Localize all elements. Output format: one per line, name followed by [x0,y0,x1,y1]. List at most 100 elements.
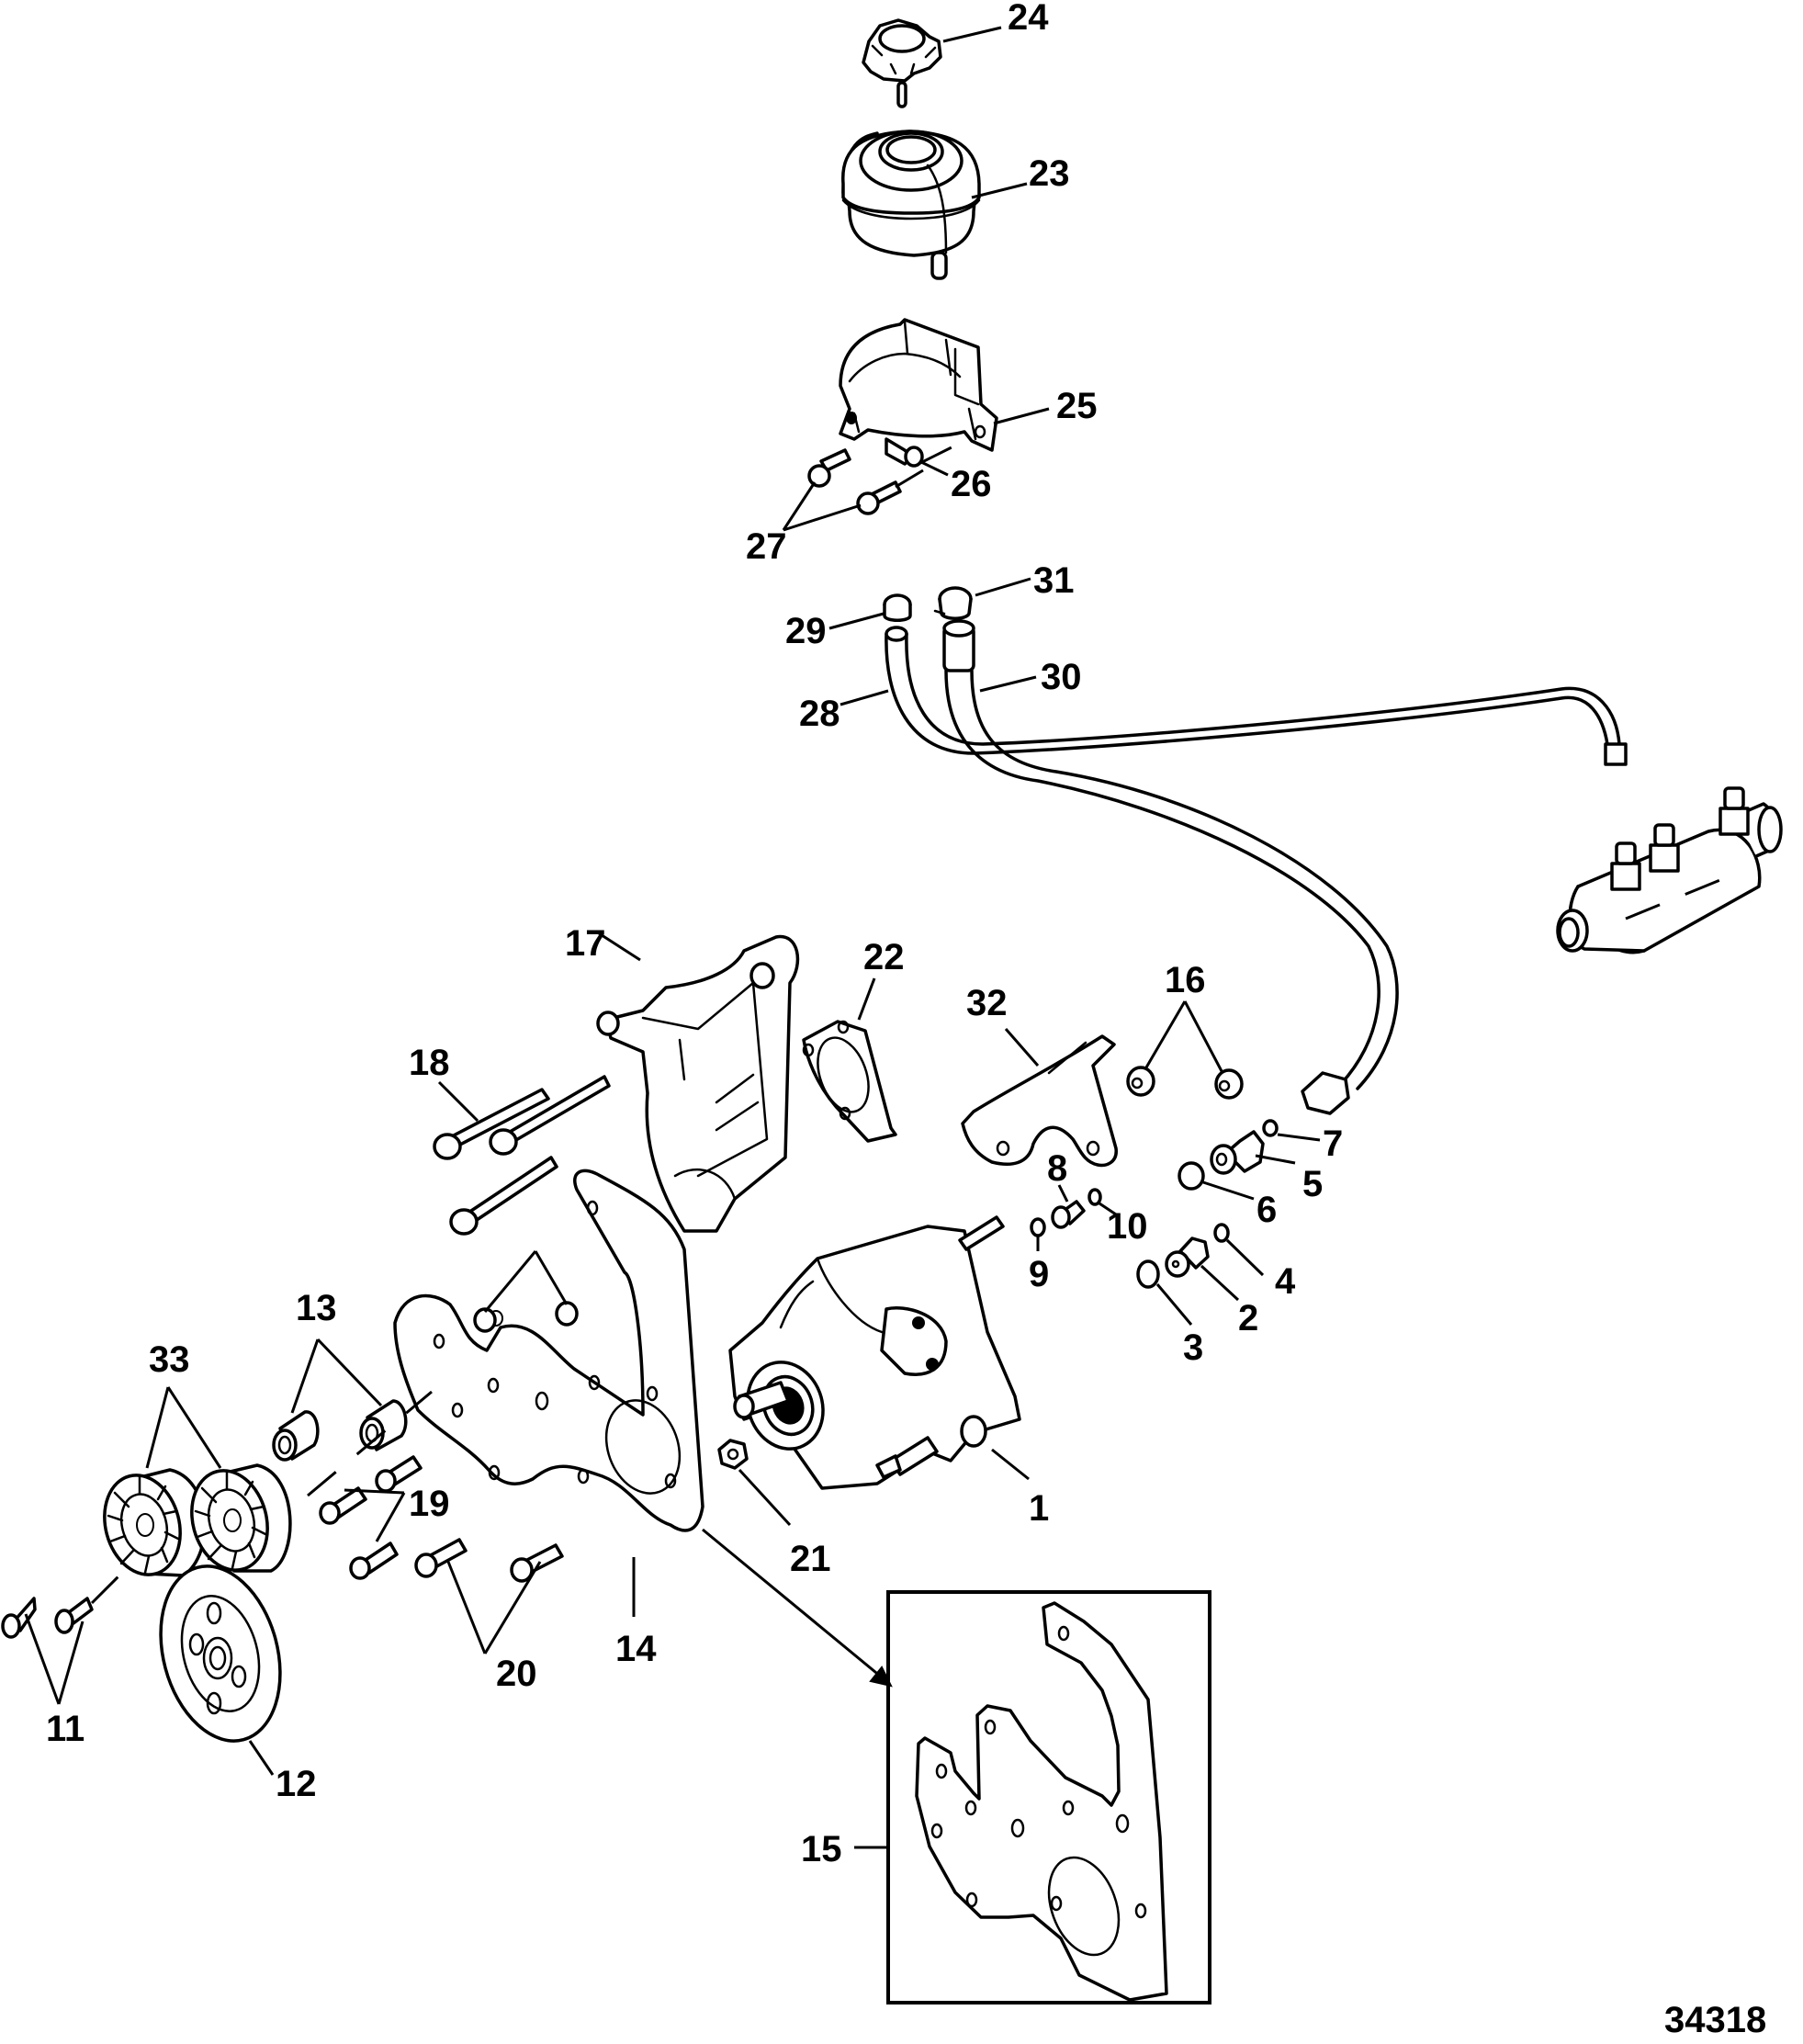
callout-30[interactable]: 30 [1041,657,1082,697]
mounting-plate-14-part [393,1169,704,1532]
reservoir-bracket-part [839,318,998,452]
callout-29[interactable]: 29 [785,611,827,651]
callout-14[interactable]: 14 [615,1629,657,1669]
callout-10[interactable]: 10 [1107,1206,1148,1247]
mounting-plate-15-part [915,1601,1168,2002]
fitting-8-part [1051,1200,1086,1229]
callout-22[interactable]: 22 [863,937,905,977]
leader-16a [1144,1000,1187,1068]
callout-12[interactable]: 12 [276,1764,317,1804]
leader-18 [437,1080,479,1123]
o-ring-9-part [1030,1217,1046,1237]
reservoir-cap-part [862,18,942,108]
leader-33b [166,1386,222,1469]
gasket-22-part [802,1020,897,1143]
figure-number: 34318 [1664,2000,1766,2040]
hose-30-part [942,619,1399,1115]
leader-27b [783,503,862,532]
callout-33[interactable]: 33 [149,1339,190,1380]
callout-5[interactable]: 5 [1302,1164,1323,1204]
hose-28-part [885,626,1628,766]
callout-23[interactable]: 23 [1029,153,1070,194]
leader-4 [1225,1238,1265,1277]
spacer-13a-part [272,1410,320,1462]
leader-8 [1057,1184,1069,1203]
callout-15[interactable]: 15 [801,1829,842,1869]
hose-clamp-29-part [883,593,912,622]
callout-20[interactable]: 20 [496,1654,537,1694]
callout-26[interactable]: 26 [951,464,992,504]
leader-6 [1202,1180,1255,1201]
leader-24 [942,26,1002,43]
callout-31[interactable]: 31 [1033,560,1075,601]
cooler-manifold-part [1556,786,1783,954]
idler-pulley-33b-part [190,1463,292,1573]
callout-13[interactable]: 13 [296,1288,337,1328]
leader-20a [446,1561,487,1654]
leader-14-nut-a [483,1250,537,1313]
bracket-17-part [596,934,800,1233]
callout-6[interactable]: 6 [1256,1190,1277,1230]
callout-25[interactable]: 25 [1056,386,1098,426]
leader-32 [1004,1028,1040,1067]
fitting-5-part [1210,1130,1265,1175]
hose-clamp-31-part [933,586,973,620]
callout-4[interactable]: 4 [1275,1261,1296,1302]
leader-17 [598,932,641,962]
axis-line-13 [307,1390,433,1497]
spacer-13b-part [359,1399,408,1451]
screws-20-part [414,1538,564,1583]
leader-21 [738,1468,792,1527]
callout-9[interactable]: 9 [1029,1254,1049,1294]
axis-line-26 [918,435,975,466]
fitting-2-part [1165,1237,1210,1278]
leader-19b [375,1492,406,1542]
callout-2[interactable]: 2 [1238,1298,1258,1338]
leader-33a [145,1386,170,1469]
callout-3[interactable]: 3 [1183,1327,1203,1368]
callout-16[interactable]: 16 [1165,960,1206,1000]
callout-28[interactable]: 28 [799,694,840,734]
leader-27a [782,481,817,531]
axis-line-11 [90,1569,126,1605]
callout-27[interactable]: 27 [746,526,787,567]
screw-26-part [885,437,924,468]
callout-24[interactable]: 24 [1008,0,1049,38]
leader-20b [483,1561,542,1654]
leader-26 [920,460,949,477]
leader-19a [344,1488,405,1495]
o-ring-10-part [1087,1188,1102,1206]
leader-10 [1099,1202,1117,1216]
leader-13a [290,1338,320,1414]
arrow-to-inset [702,1528,887,1683]
callout-32[interactable]: 32 [966,983,1008,1023]
nut-21-part [717,1439,749,1470]
leader-13b [316,1338,383,1407]
leader-29 [828,612,885,630]
callout-7[interactable]: 7 [1323,1124,1343,1164]
leader-11a [24,1613,61,1705]
callout-19[interactable]: 19 [409,1484,450,1524]
leader-2 [1200,1264,1240,1302]
callout-21[interactable]: 21 [790,1539,831,1579]
callout-1[interactable]: 1 [1029,1488,1049,1529]
callout-11[interactable]: 11 [46,1709,85,1749]
leader-7 [1277,1133,1321,1142]
callout-18[interactable]: 18 [409,1043,450,1083]
idler-pulley-33a-part [103,1468,207,1577]
callout-17[interactable]: 17 [565,923,606,964]
callout-8[interactable]: 8 [1047,1148,1067,1189]
nut-16a-part [1126,1066,1155,1097]
inset-frame [886,1590,1211,2004]
leader-16b [1183,1000,1223,1072]
leader-11b [57,1621,85,1705]
screw-27b-part [856,480,902,515]
leader-5 [1255,1154,1296,1165]
o-ring-7-part [1262,1119,1279,1137]
o-ring-4-part [1213,1223,1230,1243]
leader-1 [991,1448,1030,1481]
leader-31 [975,577,1031,597]
power-steering-pump-part [728,1215,1021,1490]
leader-28 [840,689,889,706]
